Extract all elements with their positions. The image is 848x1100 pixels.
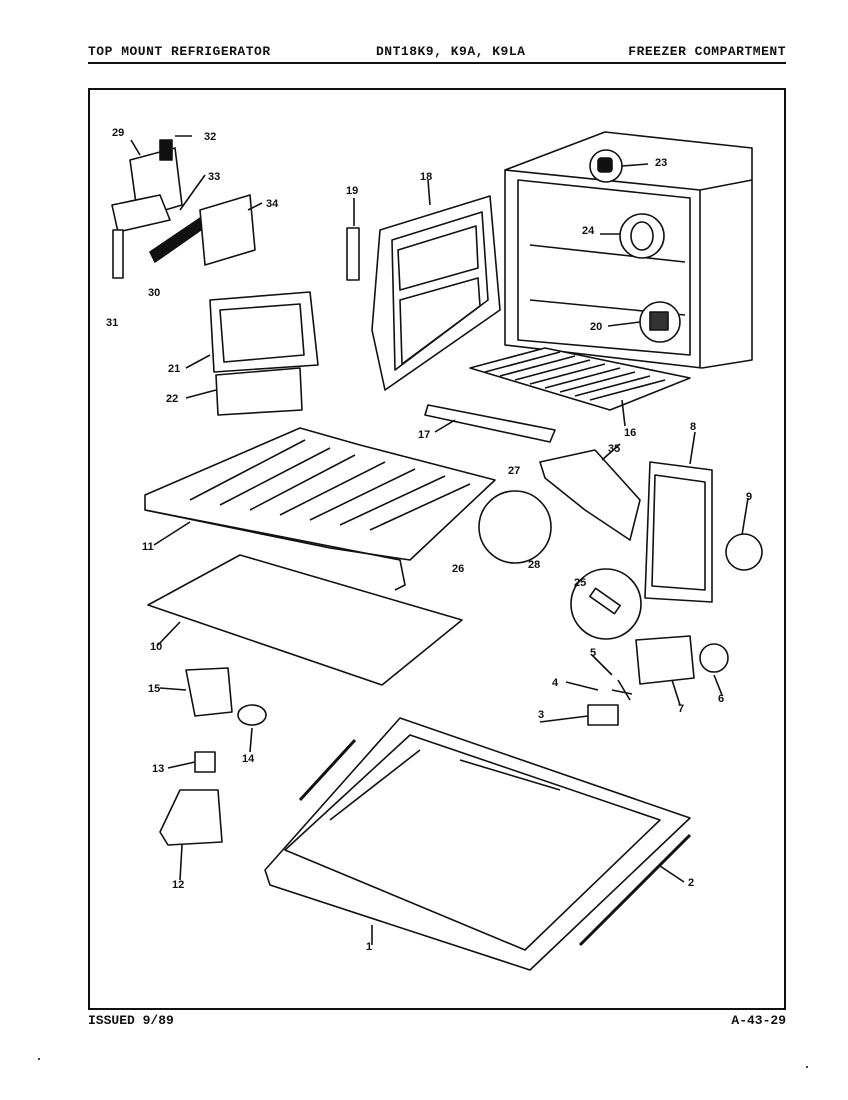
ice-tray-support-15 xyxy=(185,667,233,717)
panel-insert-22 xyxy=(215,367,303,416)
callout-13: 13 xyxy=(152,763,164,775)
callout-33: 33 xyxy=(208,171,220,183)
header-rule xyxy=(88,62,786,64)
callout-35: 35 xyxy=(608,443,620,455)
callout-23: 23 xyxy=(655,157,667,169)
fan-blade-5 xyxy=(611,679,633,701)
callout-20: 20 xyxy=(590,321,602,333)
scan-speck xyxy=(806,1066,808,1068)
callout-10: 10 xyxy=(150,641,162,653)
callout-28: 28 xyxy=(528,559,540,571)
header-section: FREEZER COMPARTMENT xyxy=(628,44,786,59)
fan-motor-3 xyxy=(587,704,619,726)
damper-9 xyxy=(725,533,763,571)
shelf-trim-17 xyxy=(424,404,556,443)
callout-14: 14 xyxy=(242,753,255,765)
freezer-floor-1 xyxy=(264,717,691,971)
header-model-numbers: DNT18K9, K9A, K9LA xyxy=(376,44,526,59)
callout-11: 11 xyxy=(142,541,154,553)
callout-31: 31 xyxy=(106,317,118,329)
air-duct-35 xyxy=(539,449,641,541)
callout-16: 16 xyxy=(624,427,636,439)
gasket-2 xyxy=(298,738,692,947)
control-panel-21 xyxy=(209,291,319,373)
motor-bracket-7 xyxy=(635,635,695,685)
callout-2: 2 xyxy=(688,877,694,889)
detail-circle-26-28 xyxy=(478,490,552,564)
callout-9: 9 xyxy=(746,491,752,503)
callout-5: 5 xyxy=(590,647,596,659)
part-14 xyxy=(237,704,267,726)
callout-labels: 29 32 33 34 30 31 19 18 23 24 20 21 22 1… xyxy=(106,127,752,953)
hinge-19 xyxy=(346,227,360,281)
callout-25: 25 xyxy=(574,577,586,589)
callout-3: 3 xyxy=(538,709,544,721)
footer-page-code: A-43-29 xyxy=(731,1013,786,1028)
cover-plate-10 xyxy=(147,554,463,686)
ice-bucket-12 xyxy=(159,789,223,846)
callout-19: 19 xyxy=(346,185,358,197)
callout-15: 15 xyxy=(148,683,160,695)
scan-speck xyxy=(38,1058,40,1060)
callout-12: 12 xyxy=(172,879,184,891)
part-13 xyxy=(194,751,216,773)
callout-26: 26 xyxy=(452,563,464,575)
callout-1: 1 xyxy=(366,941,372,953)
callout-22: 22 xyxy=(166,393,178,405)
fan-blade-6 xyxy=(699,643,729,673)
door-liner-18 xyxy=(371,195,501,391)
diagram-frame xyxy=(88,88,786,1010)
callout-6: 6 xyxy=(718,693,724,705)
footer-issued: ISSUED 9/89 xyxy=(88,1013,174,1028)
callout-24: 24 xyxy=(582,225,595,237)
control-assembly xyxy=(111,139,256,279)
callout-17: 17 xyxy=(418,429,430,441)
wire-shelf-16 xyxy=(469,347,691,411)
part-24-icon xyxy=(619,213,665,259)
callout-34: 34 xyxy=(266,198,279,210)
callout-7: 7 xyxy=(678,703,684,715)
evaporator-cover-11 xyxy=(144,427,496,591)
callout-27: 27 xyxy=(508,465,520,477)
callout-21: 21 xyxy=(168,363,180,375)
callout-29: 29 xyxy=(112,127,124,139)
header-title: TOP MOUNT REFRIGERATOR xyxy=(88,44,271,59)
callout-18: 18 xyxy=(420,171,432,183)
callout-30: 30 xyxy=(148,287,160,299)
fan-shroud-8 xyxy=(644,461,713,603)
callout-4: 4 xyxy=(552,677,559,689)
callout-8: 8 xyxy=(690,421,696,433)
callout-32: 32 xyxy=(204,131,216,143)
